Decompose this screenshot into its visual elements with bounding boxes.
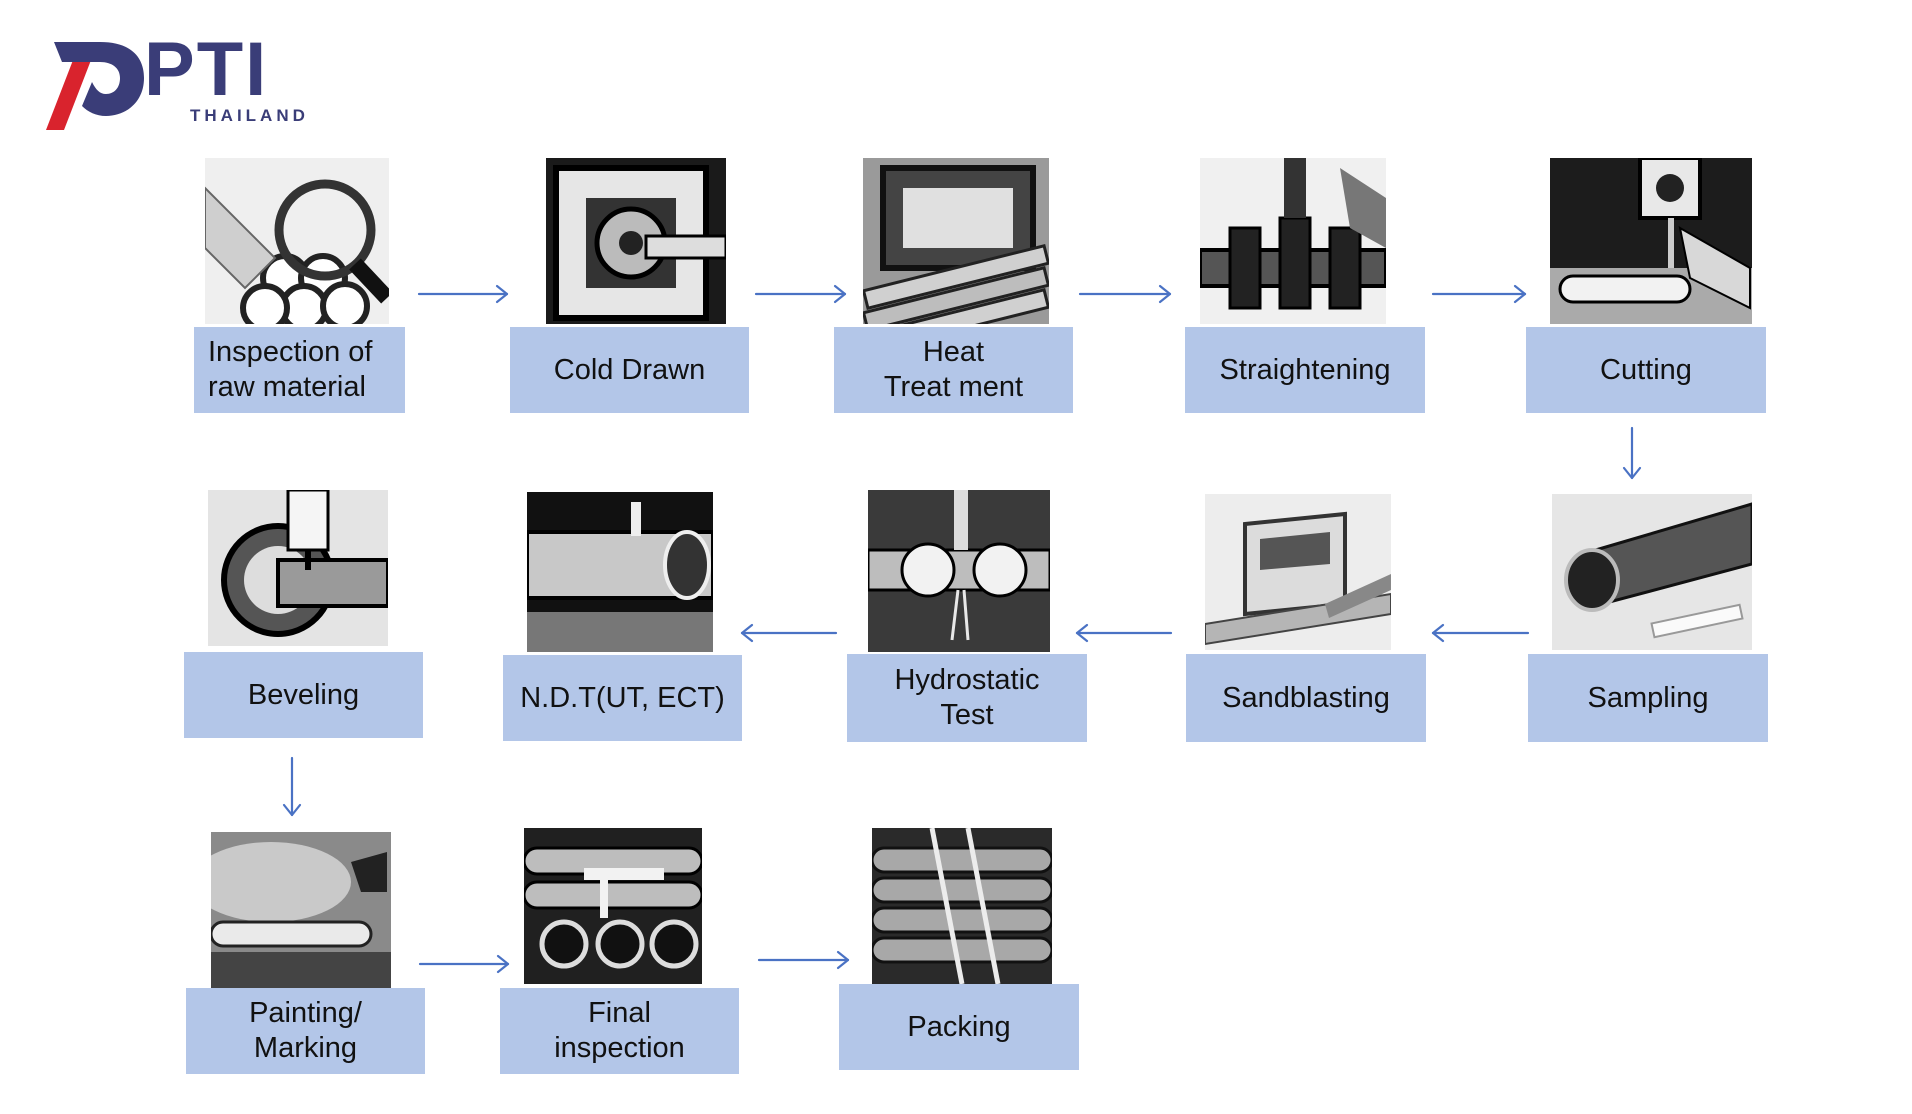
painting-spray-icon	[211, 832, 391, 988]
company-logo: PTI THAILAND	[40, 32, 305, 132]
sandblasting-booth-icon	[1205, 494, 1391, 650]
step-11-label: Painting/ Marking	[186, 988, 425, 1074]
drawing-machine-icon	[546, 158, 726, 324]
step-1-label: Inspection of raw material	[194, 327, 405, 413]
step-12-label: Final inspection	[500, 988, 739, 1074]
step-4-photo	[1200, 158, 1386, 324]
saw-cutting-icon	[1550, 158, 1752, 324]
step-1-photo	[205, 158, 389, 324]
arrow-right-icon	[417, 284, 509, 304]
step-2-label: Cold Drawn	[510, 327, 749, 413]
logo-subtext: THAILAND	[190, 106, 309, 125]
step-10-label: Beveling	[184, 652, 423, 738]
step-6-label: Sampling	[1528, 654, 1768, 742]
step-4-label: Straightening	[1185, 327, 1425, 413]
step-5-photo	[1550, 158, 1752, 324]
straightening-machine-icon	[1200, 158, 1386, 324]
step-13-photo	[872, 828, 1052, 984]
magnifier-pipes-icon	[205, 158, 389, 324]
arrow-left-icon	[1431, 623, 1530, 643]
arrow-right-icon	[1431, 284, 1527, 304]
step-8-label: Hydrostatic Test	[847, 654, 1087, 742]
logo-text: PTI	[144, 27, 269, 112]
step-7-label: Sandblasting	[1186, 654, 1426, 742]
step-7-photo	[1205, 494, 1391, 650]
arrow-right-icon	[757, 950, 850, 970]
step-5-label: Cutting	[1526, 327, 1766, 413]
step-11-photo	[211, 832, 391, 988]
beveling-machine-icon	[208, 490, 388, 646]
hydrostatic-test-icon	[868, 490, 1050, 652]
arrow-right-icon	[418, 954, 510, 974]
step-2-photo	[546, 158, 726, 324]
step-10-photo	[208, 490, 388, 646]
pipe-sample-icon	[1552, 494, 1752, 650]
caliper-inspection-icon	[524, 828, 702, 984]
arrow-down-icon	[282, 756, 302, 817]
step-9-label: N.D.T(UT, ECT)	[503, 655, 742, 741]
step-3-label: Heat Treat ment	[834, 327, 1073, 413]
logo-mark-icon	[46, 42, 144, 130]
step-13-label: Packing	[839, 984, 1079, 1070]
step-12-photo	[524, 828, 702, 984]
arrow-left-icon	[1075, 623, 1173, 643]
arrow-right-icon	[754, 284, 847, 304]
step-9-photo	[527, 492, 713, 652]
step-8-photo	[868, 490, 1050, 652]
arrow-right-icon	[1078, 284, 1172, 304]
step-6-photo	[1552, 494, 1752, 650]
arrow-left-icon	[740, 623, 838, 643]
step-3-photo	[863, 158, 1049, 324]
furnace-pipes-icon	[863, 158, 1049, 324]
arrow-down-icon	[1622, 426, 1642, 480]
bundled-pipes-icon	[872, 828, 1052, 984]
ndt-probe-icon	[527, 492, 713, 652]
